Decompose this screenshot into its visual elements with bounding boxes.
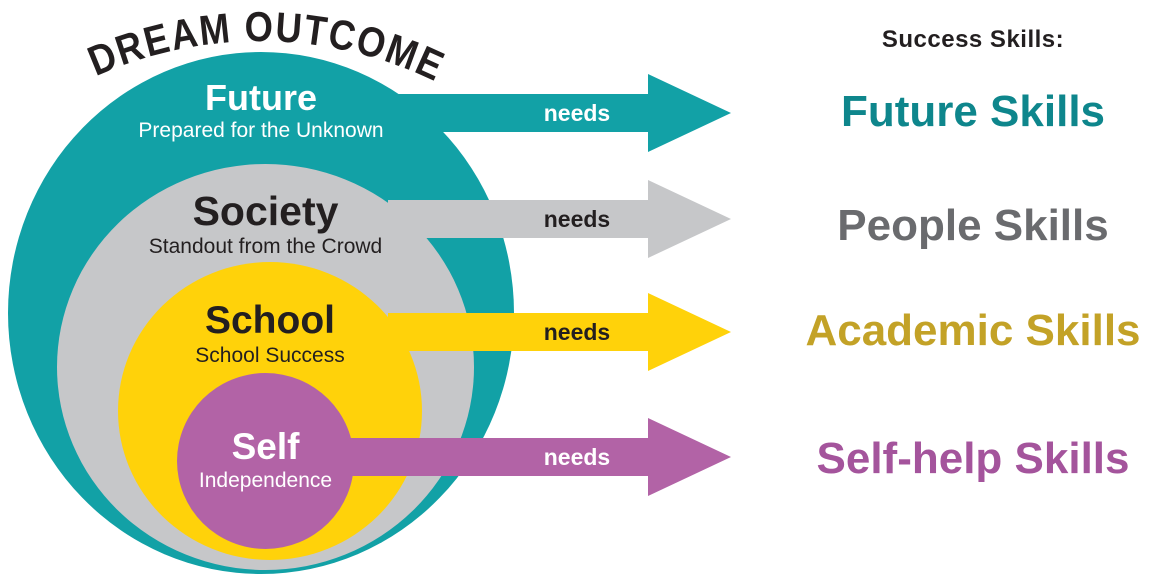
arc-title-text: DREAM OUTCOME <box>81 3 452 90</box>
circle-future-title: Future <box>205 77 317 118</box>
circle-society-labels: Society Standout from the Crowd <box>57 188 474 259</box>
circle-future-labels: Future Prepared for the Unknown <box>8 79 514 143</box>
skill-label-people: People Skills <box>837 201 1109 250</box>
circle-society-subtitle: Standout from the Crowd <box>148 235 383 259</box>
needs-label-school: needs <box>543 319 611 345</box>
circle-school-labels: School School Success <box>118 299 422 368</box>
needs-label-society: needs <box>543 206 611 232</box>
needs-label-self: needs <box>543 444 611 470</box>
circle-school-subtitle: School Success <box>195 343 345 367</box>
circle-self-title: Self <box>231 426 300 467</box>
success-skills-column: Success Skills: Future Skills People Ski… <box>795 0 1151 578</box>
circle-self: Self Independence <box>177 373 354 549</box>
circle-future-subtitle: Prepared for the Unknown <box>138 118 384 142</box>
arc-title-svg: DREAM OUTCOME <box>81 3 452 90</box>
skill-label-future: Future Skills <box>840 87 1106 136</box>
success-skills-header: Success Skills: <box>881 26 1065 53</box>
arc-title: DREAM OUTCOME <box>81 3 450 90</box>
skill-label-academic: Academic Skills <box>805 306 1141 355</box>
skill-label-self-help: Self-help Skills <box>816 434 1130 483</box>
circle-society-title: Society <box>192 188 339 234</box>
circle-school-title: School <box>204 299 335 342</box>
circle-self-labels: Self Independence <box>177 426 354 493</box>
circle-self-subtitle: Independence <box>198 468 333 492</box>
needs-label-future: needs <box>543 100 611 126</box>
